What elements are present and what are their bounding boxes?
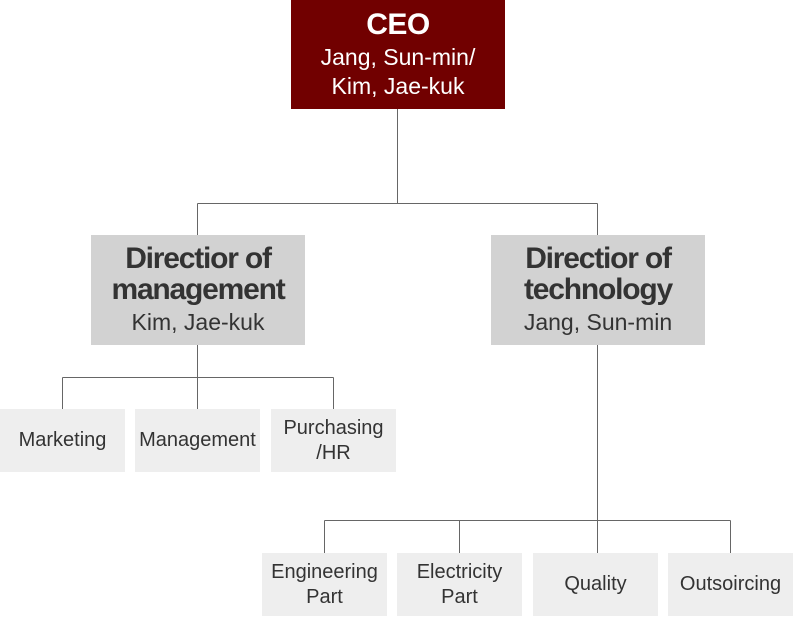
director-management-title-line-1: Directior of xyxy=(125,242,272,275)
department-label: Marketing xyxy=(18,429,107,451)
department-purchasing-hr: Purchasing /HR xyxy=(271,409,396,472)
department-outsourcing: Outsoircing xyxy=(668,553,793,616)
director-management-box: Directior of management Kim, Jae-kuk xyxy=(91,235,305,345)
ceo-box: CEO Jang, Sun-min/ Kim, Jae-kuk xyxy=(291,0,505,109)
director-technology-title-line-1: Directior of xyxy=(525,242,672,275)
department-label-line-2: Part xyxy=(306,585,343,608)
department-label: Management xyxy=(139,429,256,451)
department-label-line-2: Part xyxy=(441,585,478,608)
department-label-line-2: /HR xyxy=(316,441,351,464)
department-label: Outsoircing xyxy=(679,573,782,595)
department-label: Quality xyxy=(564,573,627,595)
department-management: Management xyxy=(135,409,260,472)
department-label-line-1: Purchasing xyxy=(283,416,384,439)
department-electricity-part: Electricity Part xyxy=(397,553,522,616)
director-technology-title-line-2: technology xyxy=(523,273,673,306)
department-marketing: Marketing xyxy=(0,409,125,472)
ceo-title: CEO xyxy=(366,8,430,41)
department-quality: Quality xyxy=(533,553,658,616)
ceo-name-line-2: Kim, Jae-kuk xyxy=(331,73,465,99)
director-technology-name: Jang, Sun-min xyxy=(523,309,673,335)
department-engineering-part: Engineering Part xyxy=(262,553,387,616)
ceo-name-line-1: Jang, Sun-min/ xyxy=(320,44,476,70)
department-label-line-1: Engineering xyxy=(271,560,378,583)
department-label-line-1: Electricity xyxy=(416,560,503,583)
director-management-title-line-2: management xyxy=(111,273,285,306)
director-technology-box: Directior of technology Jang, Sun-min xyxy=(491,235,705,345)
director-management-name: Kim, Jae-kuk xyxy=(131,309,265,335)
